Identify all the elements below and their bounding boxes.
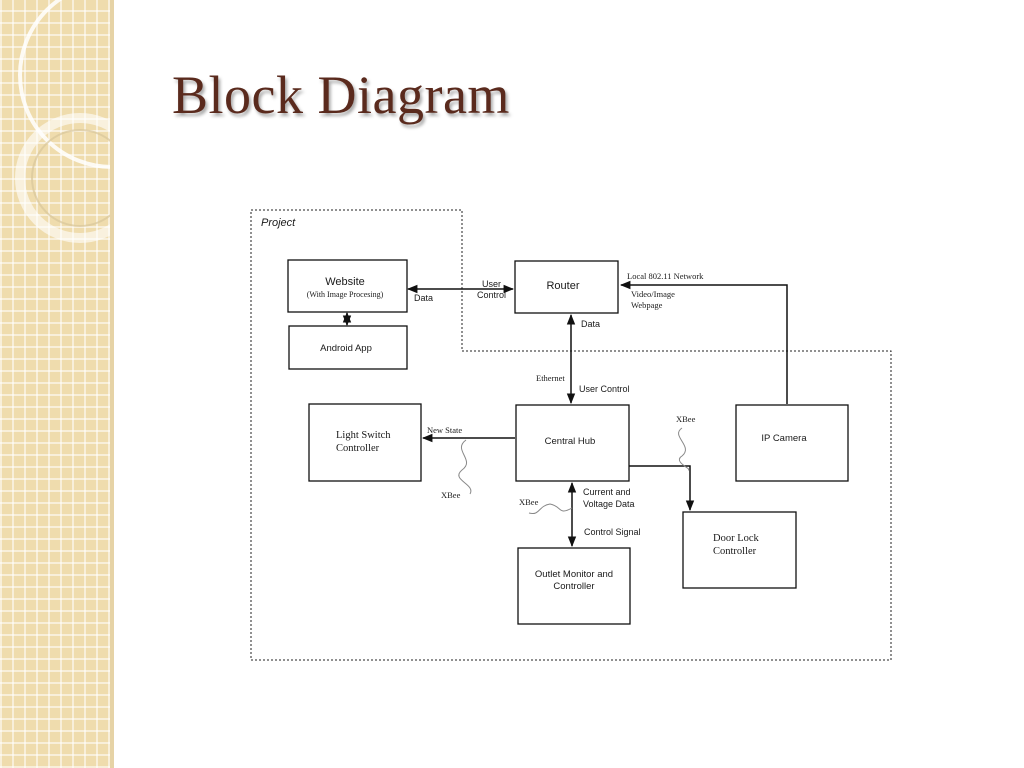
door-lock-label-line1: Door Lock — [713, 533, 760, 544]
label-website-data: Data — [414, 293, 433, 303]
website-block: Website (With Image Procesing) — [287, 259, 408, 313]
label-webpage: Webpage — [631, 300, 663, 310]
central-hub-block: Central Hub — [515, 404, 630, 482]
label-new-state: New State — [427, 425, 462, 435]
decorative-ring-inner — [31, 129, 114, 227]
label-ethernet: Ethernet — [536, 373, 565, 383]
label-hub-user-control: User Control — [579, 384, 630, 394]
ip-camera-box — [735, 404, 849, 482]
website-box — [287, 259, 408, 313]
decorative-sidebar — [0, 0, 114, 768]
outlet-monitor-label-line2: Controller — [553, 581, 594, 592]
wireless-squiggle-camera — [678, 427, 690, 471]
door-lock-block: Door Lock Controller — [682, 511, 797, 589]
outlet-monitor-box — [517, 547, 631, 625]
light-switch-block: Light Switch Controller — [308, 403, 422, 482]
website-subtitle: (With Image Procesing) — [307, 290, 384, 299]
label-user-control-line1: User — [482, 279, 501, 289]
router-block: Router — [514, 260, 619, 314]
decorative-ring-small — [15, 113, 114, 243]
label-xbee-outlet: XBee — [519, 497, 539, 507]
wireless-squiggle-light — [458, 439, 472, 495]
label-xbee-camera: XBee — [676, 414, 696, 424]
label-user-control-line2: Control — [477, 290, 506, 300]
website-title: Website — [325, 276, 365, 288]
android-app-box — [288, 325, 408, 370]
light-switch-label-line2: Controller — [336, 443, 380, 454]
camera-router-connector — [619, 280, 788, 404]
sidebar-edge — [110, 0, 114, 768]
hub-door-lock-connector — [629, 465, 695, 512]
label-current-line1: Current and — [583, 487, 631, 497]
outlet-monitor-label-line1: Outlet Monitor and — [535, 569, 613, 580]
label-control-signal: Control Signal — [584, 527, 641, 537]
project-label: Project — [261, 217, 296, 229]
label-local-network: Local 802.11 Network — [627, 271, 704, 281]
android-app-block: Android App — [288, 325, 408, 370]
outlet-monitor-block: Outlet Monitor and Controller — [517, 547, 631, 625]
ip-camera-block: IP Camera — [735, 404, 849, 482]
central-hub-box — [515, 404, 630, 482]
door-lock-label-line2: Controller — [713, 546, 757, 557]
slide-title: Block Diagram — [172, 65, 510, 125]
ip-camera-label: IP Camera — [761, 433, 807, 444]
label-router-data: Data — [581, 319, 600, 329]
router-label: Router — [546, 280, 579, 292]
light-switch-box — [308, 403, 422, 482]
label-xbee-light: XBee — [441, 490, 461, 500]
central-hub-label: Central Hub — [545, 436, 596, 447]
project-boundary — [250, 209, 892, 661]
label-video-image: Video/Image — [631, 289, 675, 299]
door-lock-box — [682, 511, 797, 589]
router-box — [514, 260, 619, 314]
light-switch-label-line1: Light Switch — [336, 430, 391, 441]
label-current-line2: Voltage Data — [583, 499, 635, 509]
android-app-label: Android App — [320, 343, 372, 354]
wireless-squiggle-outlet — [528, 503, 573, 515]
